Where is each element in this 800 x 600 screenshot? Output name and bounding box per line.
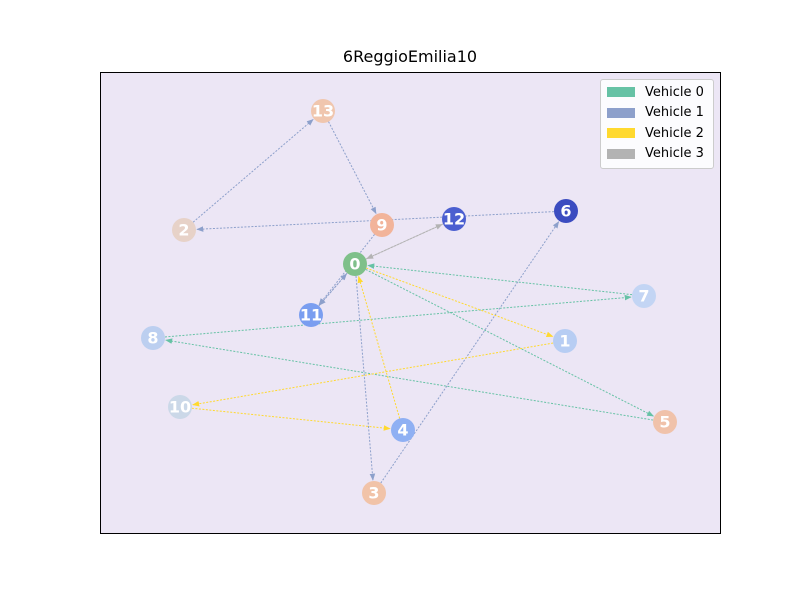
- legend-label: Vehicle 3: [645, 146, 704, 162]
- node-circle: [362, 481, 386, 505]
- node-circle: [141, 326, 165, 350]
- node-2: 2: [172, 218, 196, 242]
- legend-swatch: [607, 87, 635, 98]
- legend-swatch: [607, 107, 635, 118]
- node-label: 4: [397, 421, 408, 440]
- node-label: 9: [376, 216, 387, 235]
- node-circle: [391, 418, 415, 442]
- edge-0-to-3: [355, 275, 376, 481]
- legend-item-vehicle-2: Vehicle 2: [601, 123, 713, 144]
- node-label: 12: [443, 210, 465, 229]
- diagram-title: 6ReggioEmilia10: [342, 47, 478, 66]
- node-circle: [311, 99, 335, 123]
- node-circle: [343, 252, 367, 276]
- edge-0-to-5: [365, 269, 655, 417]
- node-label: 6: [560, 202, 571, 221]
- legend-item-vehicle-3: Vehicle 3: [601, 144, 713, 165]
- node-10: 10: [168, 395, 192, 419]
- edge-1-to-10: [192, 342, 554, 407]
- node-0: 0: [343, 252, 367, 276]
- node-circle: [172, 218, 196, 242]
- legend-item-vehicle-0: Vehicle 0: [601, 82, 713, 103]
- edge-2-to-13: [192, 118, 314, 223]
- edge-4-to-0: [357, 275, 401, 419]
- node-6: 6: [554, 199, 578, 223]
- node-label: 2: [178, 221, 189, 240]
- node-circle: [168, 395, 192, 419]
- node-5: 5: [653, 410, 677, 434]
- node-3: 3: [362, 481, 386, 505]
- node-circle: [442, 207, 466, 231]
- node-circle: [553, 329, 577, 353]
- node-label: 5: [659, 413, 670, 432]
- node-label: 8: [147, 329, 158, 348]
- node-label: 11: [300, 306, 322, 325]
- node-label: 13: [312, 102, 334, 121]
- edge-5-to-8: [165, 338, 654, 421]
- legend-swatch: [607, 148, 635, 159]
- legend-label: Vehicle 2: [645, 125, 704, 141]
- node-label: 7: [638, 287, 649, 306]
- node-11: 11: [299, 303, 323, 327]
- node-label: 3: [368, 484, 379, 503]
- node-4: 4: [391, 418, 415, 442]
- legend-label: Vehicle 0: [645, 84, 704, 100]
- node-circle: [653, 410, 677, 434]
- node-8: 8: [141, 326, 165, 350]
- edge-10-to-4: [191, 407, 391, 431]
- node-circle: [299, 303, 323, 327]
- node-7: 7: [632, 284, 656, 308]
- node-label: 10: [169, 398, 191, 417]
- node-1: 1: [553, 329, 577, 353]
- node-13: 13: [311, 99, 335, 123]
- node-9: 9: [370, 213, 394, 237]
- edge-0-to-1: [366, 267, 554, 337]
- legend-label: Vehicle 1: [645, 105, 704, 121]
- node-12: 12: [442, 207, 466, 231]
- legend-swatch: [607, 128, 635, 139]
- legend-item-vehicle-1: Vehicle 1: [601, 103, 713, 124]
- edge-8-to-7: [164, 294, 632, 338]
- edge-3-to-6: [380, 221, 560, 484]
- node-label: 1: [559, 332, 570, 351]
- edge-7-to-0: [367, 263, 633, 296]
- legend: Vehicle 0 Vehicle 1 Vehicle 2 Vehicle 3: [600, 79, 714, 169]
- node-label: 0: [349, 255, 360, 274]
- edges-layer: [164, 118, 655, 484]
- node-circle: [632, 284, 656, 308]
- edge-9-to-11: [318, 234, 375, 306]
- node-circle: [554, 199, 578, 223]
- node-circle: [370, 213, 394, 237]
